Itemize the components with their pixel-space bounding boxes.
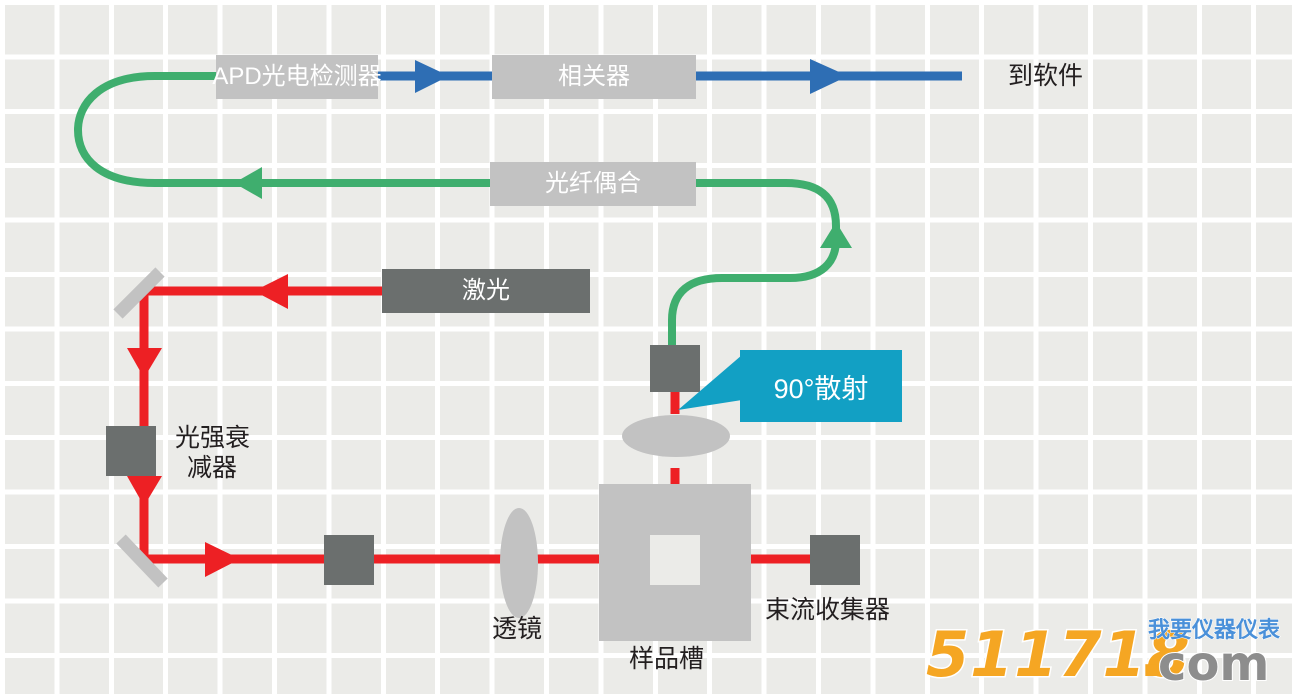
scatter-callout: 90°散射 xyxy=(740,350,902,422)
watermark: 511718 . com 我要仪器仪表 xyxy=(925,612,1286,694)
correlator-label: 相关器 xyxy=(558,63,630,90)
lens-label: 透镜 xyxy=(492,615,543,643)
attenuator-label-line2: 减器 xyxy=(187,453,238,482)
fiber-coupler-box[interactable]: 光纤偶合 xyxy=(490,162,696,206)
focusing-lens xyxy=(500,508,538,618)
attenuator-block[interactable] xyxy=(106,426,156,476)
correlator-box[interactable]: 相关器 xyxy=(492,55,696,99)
attenuator-label: 光强衰 减器 xyxy=(175,424,275,483)
sample-cell-label: 样品槽 xyxy=(629,645,705,673)
watermark-tld: com xyxy=(1157,635,1270,693)
beam-steering-block[interactable] xyxy=(324,535,374,585)
laser-label: 激光 xyxy=(462,277,510,304)
beam-collector-label: 束流收集器 xyxy=(765,596,891,624)
scatter-callout-label: 90°散射 xyxy=(773,373,869,404)
scatter-detector-head[interactable] xyxy=(650,345,700,392)
sample-cell-window xyxy=(650,535,700,585)
attenuator-label-line1: 光强衰 xyxy=(175,424,251,452)
watermark-chinese: 我要仪器仪表 xyxy=(1147,617,1281,643)
beam-collector-block[interactable] xyxy=(810,535,860,585)
collection-lens xyxy=(622,415,730,457)
fiber-coupler-label: 光纤偶合 xyxy=(545,170,641,197)
watermark-number: 511718 xyxy=(925,617,1192,693)
watermark-dot: . xyxy=(1139,618,1163,691)
to-software-label: 到软件 xyxy=(1008,62,1084,90)
apd-detector-label: APD光电检测器 xyxy=(212,63,382,90)
apd-detector-box[interactable]: APD光电检测器 xyxy=(212,55,382,99)
laser-box[interactable]: 激光 xyxy=(382,269,590,313)
